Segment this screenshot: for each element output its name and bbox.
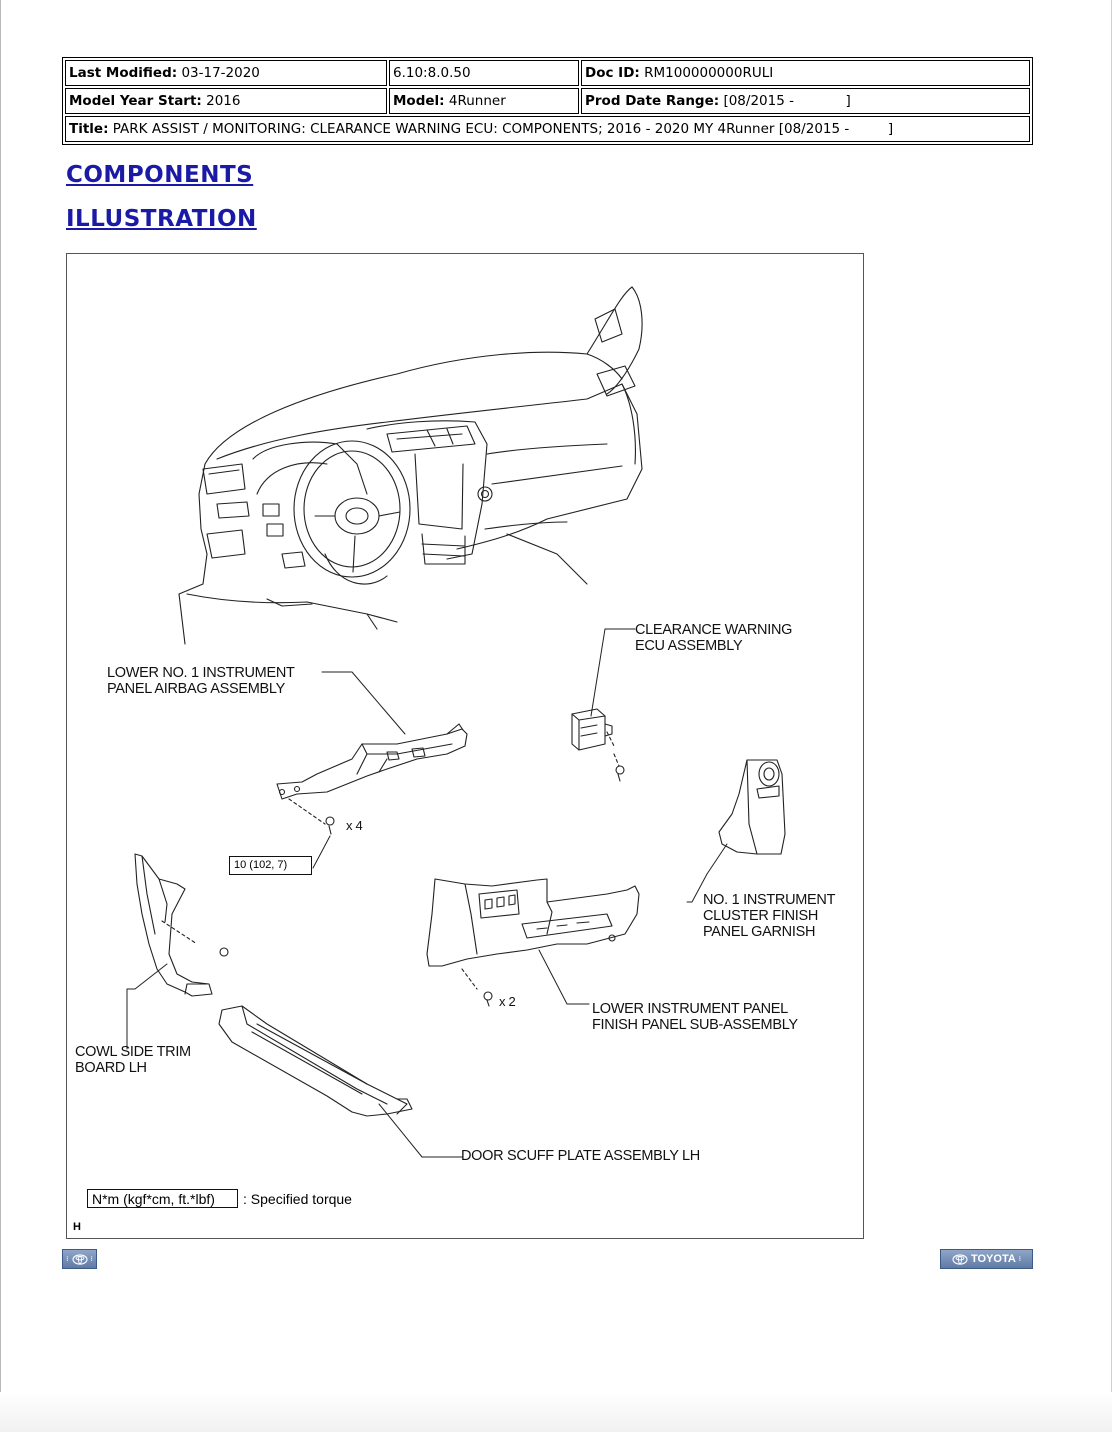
label-lower-airbag-assembly: LOWER NO. 1 INSTRUMENT PANEL AIRBAG ASSE… (107, 665, 295, 697)
last-modified-cell: Last Modified: 03-17-2020 (65, 60, 387, 86)
quantity-x2: x 2 (499, 994, 516, 1009)
document-meta-table: Last Modified: 03-17-2020 6.10:8.0.50 Do… (62, 57, 1033, 145)
components-illustration: CLEARANCE WARNING ECU ASSEMBLY LOWER NO.… (66, 253, 864, 1239)
figure-code: H (73, 1221, 81, 1233)
toyota-logo-icon (952, 1253, 968, 1265)
label-cluster-finish-garnish: NO. 1 INSTRUMENT CLUSTER FINISH PANEL GA… (703, 892, 836, 940)
illustration-heading[interactable]: ILLUSTRATION (66, 206, 257, 232)
page-bottom-shadow (0, 1392, 1112, 1432)
toyota-logo-icon (71, 1253, 88, 1265)
lower-finish-panel-drawing (426, 878, 640, 1007)
label-cowl-side-trim: COWL SIDE TRIM BOARD LH (75, 1044, 191, 1076)
quantity-x4: x 4 (346, 818, 363, 833)
illustration-drawing (126, 286, 786, 1158)
model-cell: Model: 4Runner (389, 88, 579, 114)
label-lower-finish-panel: LOWER INSTRUMENT PANEL FINISH PANEL SUB-… (592, 1001, 798, 1033)
page-edge-left (0, 0, 1, 1432)
components-heading[interactable]: COMPONENTS (66, 162, 254, 188)
cowl-side-trim-drawing (126, 853, 229, 1050)
cluster-garnish-drawing (686, 759, 786, 903)
toyota-brand-label: TOYOTA (970, 1253, 1016, 1265)
model-year-cell: Model Year Start: 2016 (65, 88, 387, 114)
toyota-brand-button[interactable]: TOYOTA ⁝ (940, 1249, 1033, 1269)
toyota-home-button[interactable]: ⁝ ⁝ (62, 1249, 97, 1269)
title-cell: Title: PARK ASSIST / MONITORING: CLEARAN… (65, 116, 1030, 142)
version-cell: 6.10:8.0.50 (389, 60, 579, 86)
label-clearance-warning-ecu: CLEARANCE WARNING ECU ASSEMBLY (635, 622, 793, 654)
torque-value-box: 10 (102, 7) (229, 856, 312, 875)
doc-id-cell: Doc ID: RM100000000RULI (581, 60, 1030, 86)
torque-legend-note: : Specified torque (243, 1191, 352, 1207)
airbag-assembly-drawing (276, 671, 468, 835)
torque-legend-box: N*m (kgf*cm, ft.*lbf) (87, 1189, 238, 1208)
prod-date-cell: Prod Date Range: [08/2015 - ] (581, 88, 1030, 114)
door-scuff-plate-drawing (218, 1005, 463, 1158)
clearance-ecu-drawing (571, 628, 636, 782)
dashboard-drawing (178, 286, 643, 645)
label-door-scuff-plate: DOOR SCUFF PLATE ASSEMBLY LH (461, 1148, 700, 1164)
